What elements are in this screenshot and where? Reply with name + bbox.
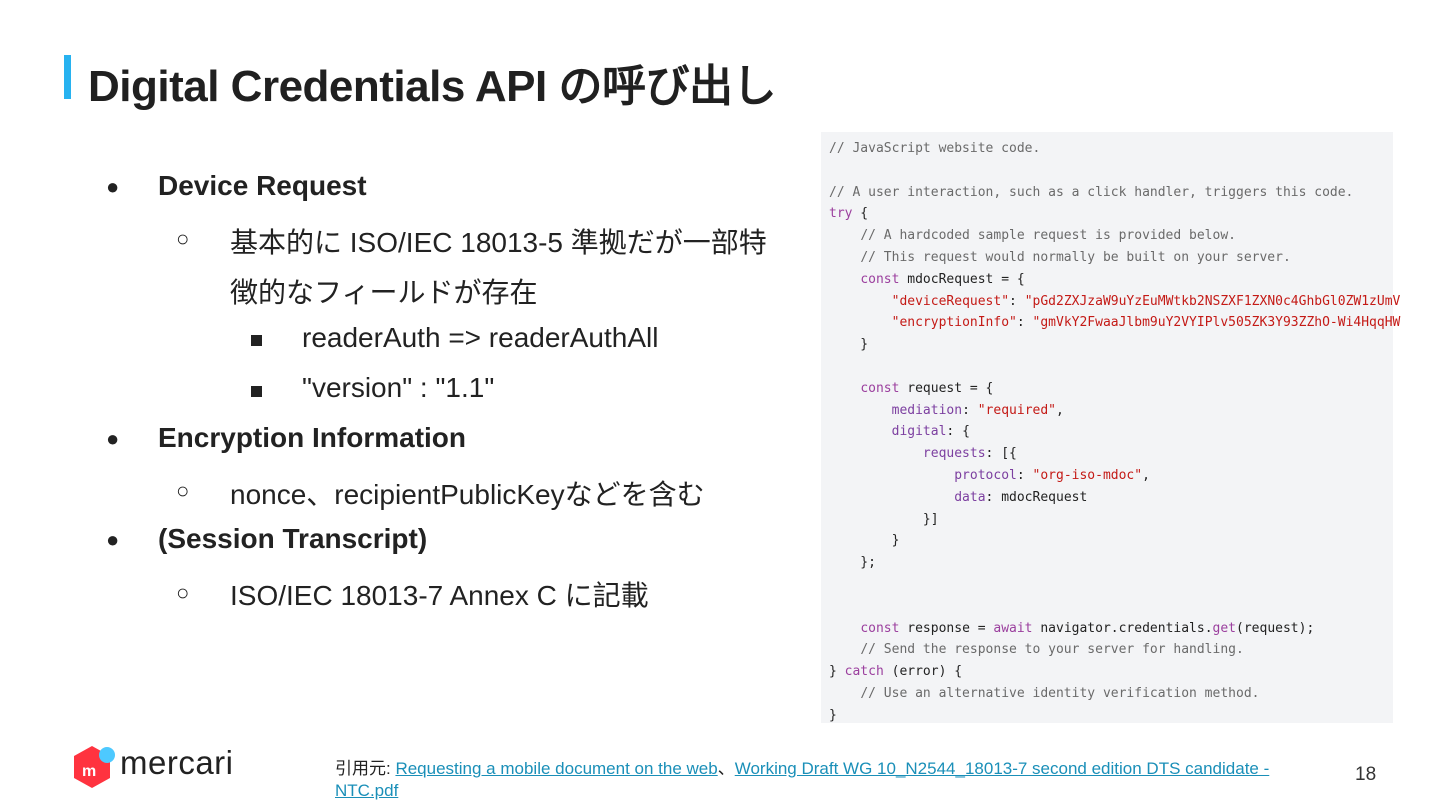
code-property: mediation [891,402,963,418]
bullet-text: 徴的なフィールドが存在 [230,277,538,308]
citation-label: 引用元: [335,759,396,778]
logo-wordmark: mercari [120,744,234,781]
code-text: navigator.credentials. [1032,620,1213,636]
code-text: response = [899,620,994,636]
code-property: digital [891,424,947,440]
code-text: (request); [1236,620,1315,636]
bullet-square [251,335,262,346]
code-keyword: const [860,620,900,636]
code-property: data [954,489,986,505]
bullet-square [251,386,262,397]
code-text: mdocRequest = { [899,271,1025,287]
code-keyword: await [993,620,1033,636]
code-text: : mdocRequest [985,489,1088,505]
bullet-circle: ○ [176,226,190,251]
bullet-encryption-information: Encryption Information [158,422,466,453]
code-keyword: const [860,271,900,287]
code-string: "required" [977,402,1057,418]
bullet-dot: ● [106,527,120,552]
mercari-logo-icon: m [74,746,115,788]
code-property: protocol [954,467,1017,483]
code-text: request = { [899,380,994,396]
code-comment: // Send the response to your server for … [860,642,1244,658]
bullet-circle: ○ [176,478,190,503]
code-keyword: catch [844,664,884,680]
citation: 引用元: Requesting a mobile document on the… [335,758,1295,802]
citation-link-1[interactable]: Requesting a mobile document on the web [395,759,718,778]
code-string: "deviceRequest" [891,293,1010,309]
code-comment: // Use an alternative identity verificat… [860,685,1260,701]
title-accent-bar [64,55,71,99]
bullet-device-request: Device Request [158,170,367,201]
bullet-text: readerAuth => readerAuthAll [302,322,659,353]
code-function: get [1212,620,1237,636]
bullet-text: "version" : "1.1" [302,372,495,403]
code-comment: // A hardcoded sample request is provide… [860,228,1236,244]
citation-separator: 、 [717,759,735,778]
svg-text:m: m [82,763,96,780]
bullet-text: 基本的に ISO/IEC 18013-5 準拠だが一部特 [230,227,767,258]
code-string: "encryptionInfo" [891,315,1017,331]
bullet-dot: ● [106,426,120,451]
page-number: 18 [1355,764,1377,785]
code-keyword: const [860,380,900,396]
page-title: Digital Credentials API の呼び出し [88,62,776,111]
code-comment: // This request would normally be built … [860,249,1291,265]
citation-link-2[interactable]: Working Draft WG 10_N2544_18013-7 second… [335,759,1270,800]
code-comment: // A user interaction, such as a click h… [829,184,1354,200]
code-snippet: // JavaScript website code. // A user in… [821,132,1400,723]
code-keyword: try [829,206,853,222]
bullet-session-transcript: (Session Transcript) [158,523,428,554]
bullet-circle: ○ [176,580,190,605]
bullet-dot: ● [106,174,120,199]
code-string: "org-iso-mdoc" [1032,467,1143,483]
code-string: "pGd2ZXJzaW9uYzEuMWtkb2NSZXF1ZXN0c4GhbGl… [1024,293,1401,309]
code-property: requests [922,446,986,462]
code-comment: // JavaScript website code. [829,141,1041,156]
bullet-text: ISO/IEC 18013-7 Annex C に記載 [230,580,649,611]
code-string: "gmVkY2FwaaJlbm9uY2VYIPlv505ZK3Y93ZZhO-W… [1032,315,1401,331]
bullet-text: nonce、recipientPublicKeyなどを含む [230,479,705,510]
